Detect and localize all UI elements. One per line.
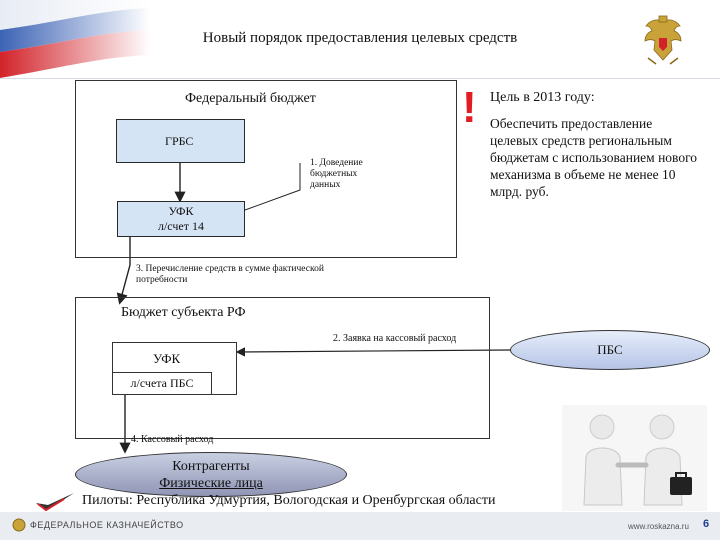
page-title: Новый порядок предоставления целевых сре… bbox=[202, 30, 518, 46]
pbs-accounts-box: л/счета ПБС bbox=[112, 372, 212, 395]
subject-budget-frame bbox=[75, 297, 490, 439]
page-number: 6 bbox=[703, 518, 710, 530]
pbs-label: ПБС bbox=[597, 342, 623, 357]
ufk-top-box: УФК л/счет 14 bbox=[117, 201, 245, 237]
goal-text: Обеспечить предоставление целевых средст… bbox=[490, 116, 698, 199]
ufk-top-label: УФК л/счет 14 bbox=[157, 204, 204, 233]
pbs-accounts-label: л/счета ПБС bbox=[130, 376, 194, 390]
federal-budget-label: Федеральный бюджет bbox=[185, 91, 316, 106]
grbs-label: ГРБС bbox=[165, 133, 194, 148]
ufk-bottom-label: УФК bbox=[153, 351, 181, 366]
checkmark-icon bbox=[36, 493, 74, 512]
step4-label: 4. Кассовый расход bbox=[131, 434, 214, 445]
business-handshake-image bbox=[562, 405, 707, 511]
subject-budget-label: Бюджет субъекта РФ bbox=[121, 305, 246, 320]
federal-budget-frame bbox=[75, 80, 457, 258]
goal-title: Цель в 2013 году: bbox=[490, 90, 595, 105]
grbs-box: ГРБС bbox=[116, 119, 245, 163]
contractors-label-2: Физические лица bbox=[159, 475, 263, 491]
pilots-text: Пилоты: Республика Удмуртия, Вологодская… bbox=[82, 493, 496, 508]
contractors-ellipse: Контрагенты Физические лица bbox=[75, 452, 347, 497]
step3-label: 3. Перечисление средств в сумме фактичес… bbox=[136, 264, 324, 285]
header-divider bbox=[0, 78, 720, 79]
step1-label: 1. Доведение бюджетных данных bbox=[310, 158, 363, 190]
footer-org: ФЕДЕРАЛЬНОЕ КАЗНАЧЕЙСТВО bbox=[30, 520, 184, 530]
footer-bar bbox=[0, 512, 720, 540]
treasury-logo-icon bbox=[12, 518, 26, 532]
exclamation-icon: ! bbox=[462, 83, 477, 132]
pbs-ellipse: ПБС bbox=[510, 330, 710, 370]
russian-flag-decoration bbox=[0, 0, 150, 80]
step2-label: 2. Заявка на кассовый расход bbox=[333, 333, 457, 344]
double-headed-eagle-icon bbox=[644, 15, 682, 65]
contractors-label-1: Контрагенты bbox=[172, 458, 250, 474]
footer-url[interactable]: www.roskazna.ru bbox=[628, 522, 689, 531]
